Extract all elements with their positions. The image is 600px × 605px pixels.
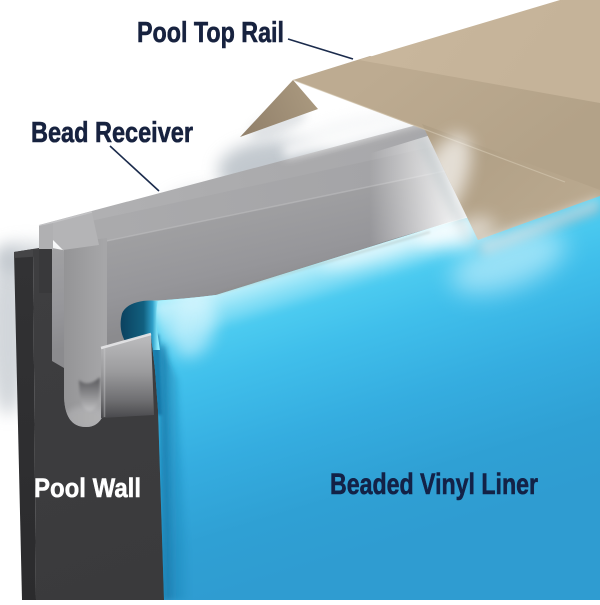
svg-text:Pool Wall: Pool Wall: [34, 473, 141, 503]
svg-text:Pool Top Rail: Pool Top Rail: [137, 17, 284, 49]
svg-text:Beaded Vinyl Liner: Beaded Vinyl Liner: [330, 468, 538, 501]
svg-text:Bead Receiver: Bead Receiver: [31, 117, 193, 149]
